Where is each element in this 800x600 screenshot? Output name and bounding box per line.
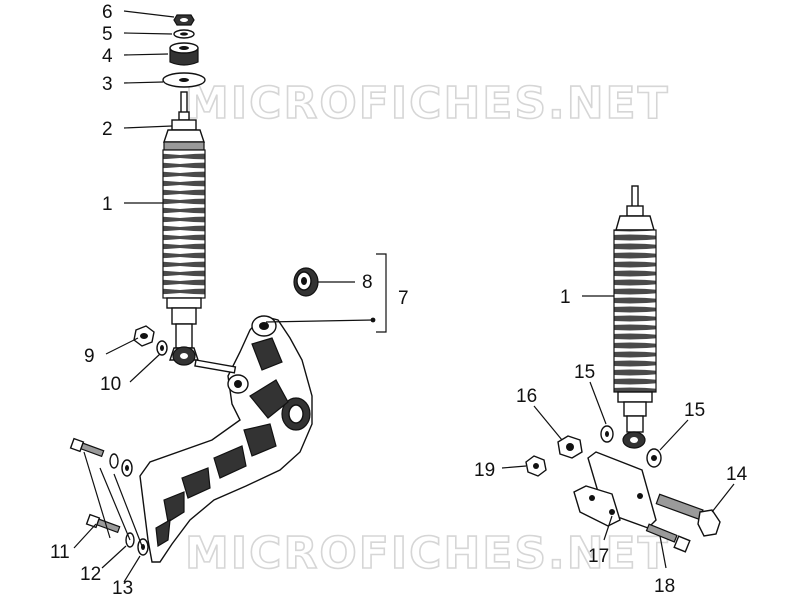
washers-part-12: [109, 453, 135, 548]
spring-coil-left: [162, 149, 206, 299]
label-13: 13: [112, 578, 133, 599]
label-15-left: 15: [574, 362, 595, 383]
bolt-part-18: [645, 523, 691, 553]
spring-coil-right: [613, 229, 657, 393]
washer-part-5: [173, 29, 195, 39]
swing-arm-part-7: [139, 315, 313, 563]
spacer-part-15-right: [646, 448, 662, 468]
label-7: 7: [398, 288, 409, 309]
label-14: 14: [726, 464, 748, 485]
watermark-top: MICROFICHES.NET: [185, 78, 670, 129]
label-15-right: 15: [684, 400, 705, 421]
nut-part-19: [525, 455, 547, 477]
nut-part-16: [557, 435, 583, 459]
leader-lines: [73, 10, 735, 583]
label-1-left: 1: [102, 194, 113, 215]
label-18: 18: [654, 576, 675, 597]
spacer-part-15-left: [600, 425, 614, 443]
bracket-plate: [573, 451, 657, 529]
label-9: 9: [84, 346, 95, 367]
nut-part-9: [133, 325, 155, 347]
callout-labels: 6 5 4 3 2 1 8 7 9 10 11 12 13 1 15 15 16…: [50, 2, 748, 599]
label-11: 11: [50, 542, 70, 563]
label-6: 6: [102, 2, 113, 23]
label-1-right: 1: [560, 287, 571, 308]
cup-washer-part-3: [162, 72, 206, 88]
label-8: 8: [362, 272, 373, 293]
shock-absorber-right: [613, 185, 657, 449]
bolt-part-14: [655, 493, 721, 537]
label-4: 4: [102, 46, 113, 67]
label-10: 10: [100, 374, 121, 395]
nut-part-6: [173, 14, 195, 26]
bolt-part-11-upper: [69, 437, 105, 458]
bearing-part-8: [293, 267, 319, 297]
label-16: 16: [516, 386, 537, 407]
label-3: 3: [102, 74, 113, 95]
label-19: 19: [474, 460, 495, 481]
watermark-bottom: MICROFICHES.NET: [185, 528, 670, 579]
label-17: 17: [588, 546, 609, 567]
label-12: 12: [80, 564, 101, 585]
label-2: 2: [102, 119, 113, 140]
shock-absorber-left: [162, 91, 206, 366]
bushing-part-4: [169, 42, 199, 66]
label-5: 5: [102, 24, 113, 45]
washer-part-10: [156, 340, 168, 356]
